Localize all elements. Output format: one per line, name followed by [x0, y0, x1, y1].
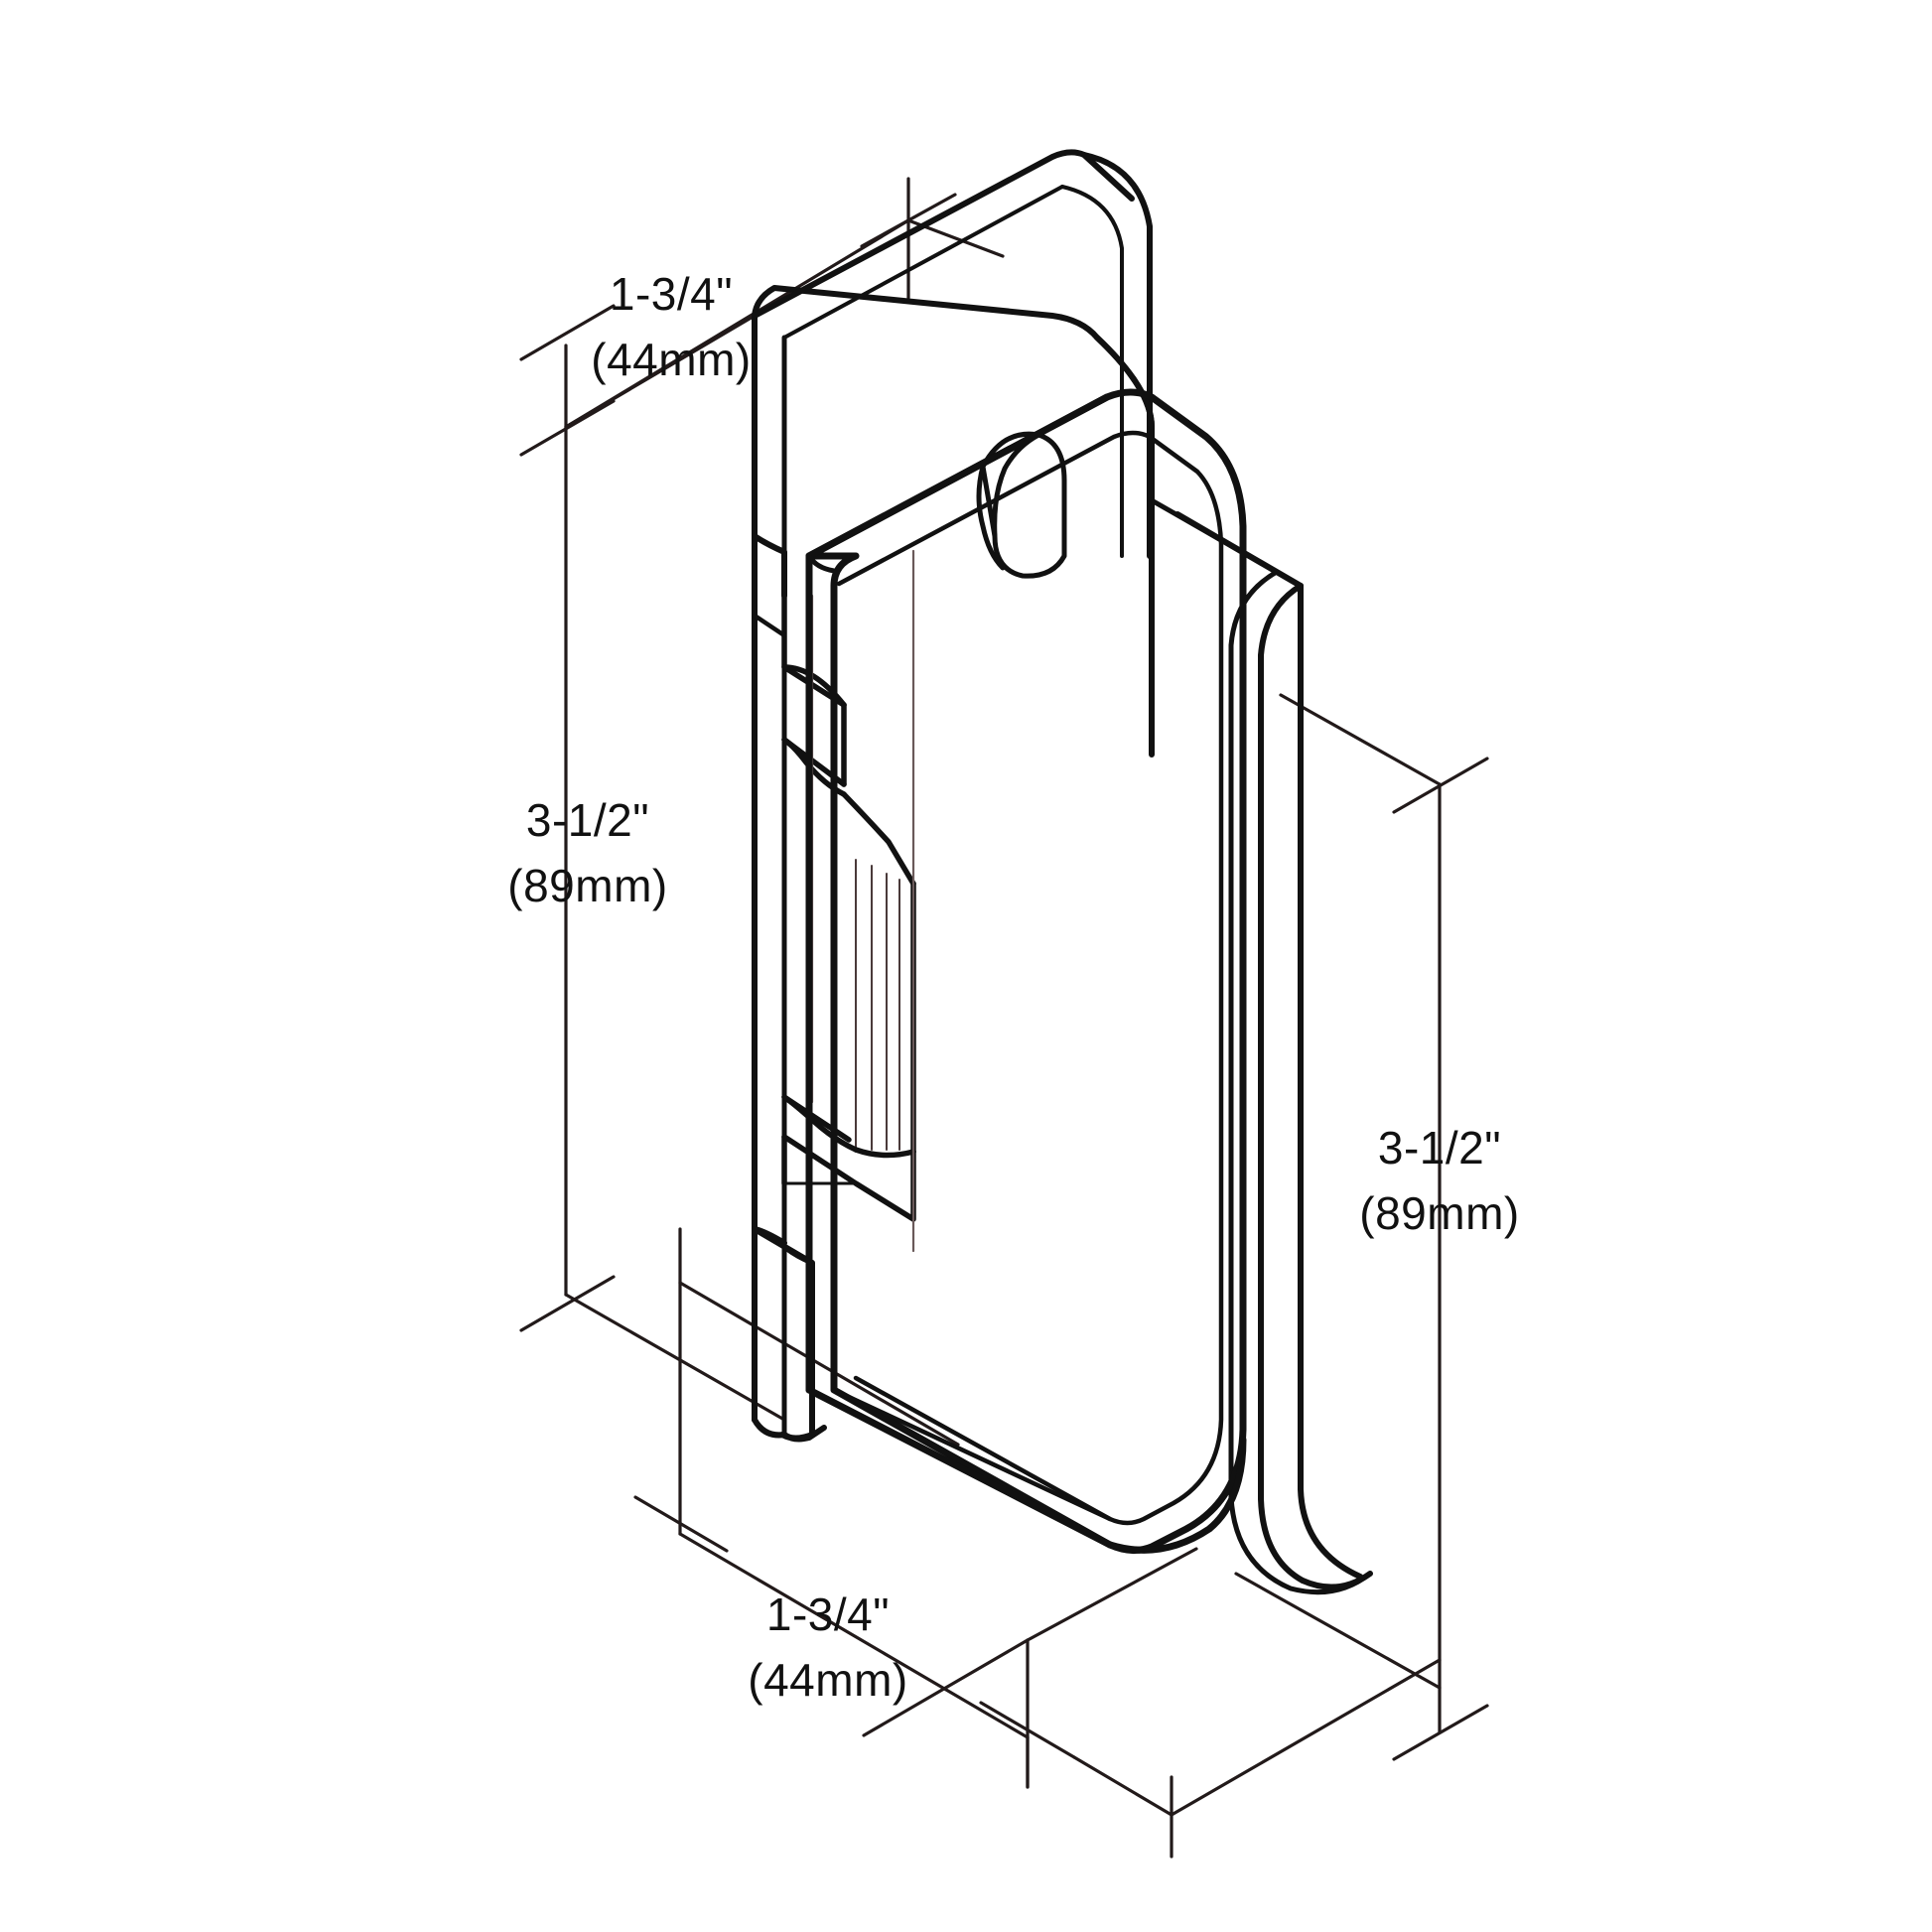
- dim-ext-right-top: [1279, 693, 1442, 786]
- glass-clamp-front-plate: [805, 388, 1247, 1554]
- dim-label-top-imperial: 1-3/4": [610, 268, 733, 320]
- wall-plate-top-face-inner: [782, 185, 1064, 340]
- dimension-layer: [519, 177, 1489, 1859]
- rear-clamp-top-cap: [1094, 335, 1155, 430]
- rear-clamp-bottom-round: [1300, 1571, 1373, 1590]
- knuckle-knurl-lines: [855, 859, 900, 1151]
- dim-ext-bottom-right-lead2: [862, 1638, 1030, 1737]
- dim-ext-bottom-lead: [678, 1281, 960, 1447]
- dim-label-bottom-imperial: 1-3/4": [766, 1588, 890, 1640]
- dim-slash-left-top: [519, 304, 616, 361]
- wall-return-upper-bot: [752, 613, 787, 638]
- front-clamp-bottom-slant-inner: [831, 1387, 1113, 1522]
- rear-clamp-right-outer: [1258, 652, 1306, 1584]
- knuckle-bottom-curve: [853, 1147, 916, 1159]
- dim-slash-right-bottom: [1392, 1704, 1489, 1761]
- dimension-labels: 1-3/4" (44mm) 3-1/2" (89mm) 3-1/2" (89mm…: [507, 268, 1519, 1706]
- rear-clamp-top-slant-2: [1174, 511, 1304, 589]
- glass-clamp-rear-plate: [1094, 335, 1373, 1595]
- front-clamp-inner-offset: [836, 430, 1224, 1526]
- dim-label-right-metric: (89mm): [1359, 1187, 1519, 1239]
- dim-label-left-metric: (89mm): [507, 860, 667, 911]
- wall-plate-front-return: [752, 533, 787, 638]
- dim-label-bottom-metric: (44mm): [748, 1654, 907, 1706]
- glass-clamp-front-lower-return: [752, 1226, 815, 1442]
- screw-boss-inner-left: [976, 464, 1006, 571]
- wall-plate-right-inner: [1060, 185, 1124, 558]
- front-clamp-bottom-right-round: [1106, 1436, 1247, 1554]
- knuckle-ramp-c: [841, 791, 916, 887]
- rear-clamp-upper-round-2: [1258, 583, 1304, 658]
- dim-ext-bottom-far: [1170, 1658, 1442, 1817]
- dim-ext-right-bottom: [1234, 1572, 1442, 1690]
- screw-boss-outer: [980, 431, 1067, 579]
- dim-label-left-imperial: 3-1/2": [526, 794, 649, 846]
- dim-ext-bottom-right-lead3: [1072, 1755, 1173, 1817]
- dim-label-right-imperial: 3-1/2": [1378, 1122, 1501, 1173]
- dim-label-top-metric: (44mm): [591, 334, 751, 385]
- dimension-left-height: [519, 304, 786, 1422]
- dim-slash-left-bottom: [519, 1275, 616, 1332]
- front-clamp-top-slant: [805, 393, 1111, 560]
- lower-return-notch: [776, 1240, 815, 1266]
- hinge-part-geometry: [752, 149, 1373, 1595]
- dimension-right-height: [1234, 693, 1489, 1761]
- wall-plate-right-rounded-corner: [1081, 152, 1153, 559]
- front-clamp-bottom-slant: [805, 1386, 1114, 1549]
- dim-ext-bottom-right-lead: [1026, 1547, 1198, 1642]
- dim-line-bottom: [678, 1532, 1030, 1739]
- knuckle-curve-1: [781, 664, 847, 708]
- front-clamp-top-left-bevel: [806, 553, 837, 574]
- dim-ext-left-top: [564, 314, 757, 429]
- rear-clamp-far-right: [1298, 583, 1363, 1580]
- dim-ext-left-bottom: [564, 1293, 786, 1422]
- lower-return-bottom: [779, 1432, 815, 1442]
- dimension-bottom-width: [633, 1227, 1442, 1859]
